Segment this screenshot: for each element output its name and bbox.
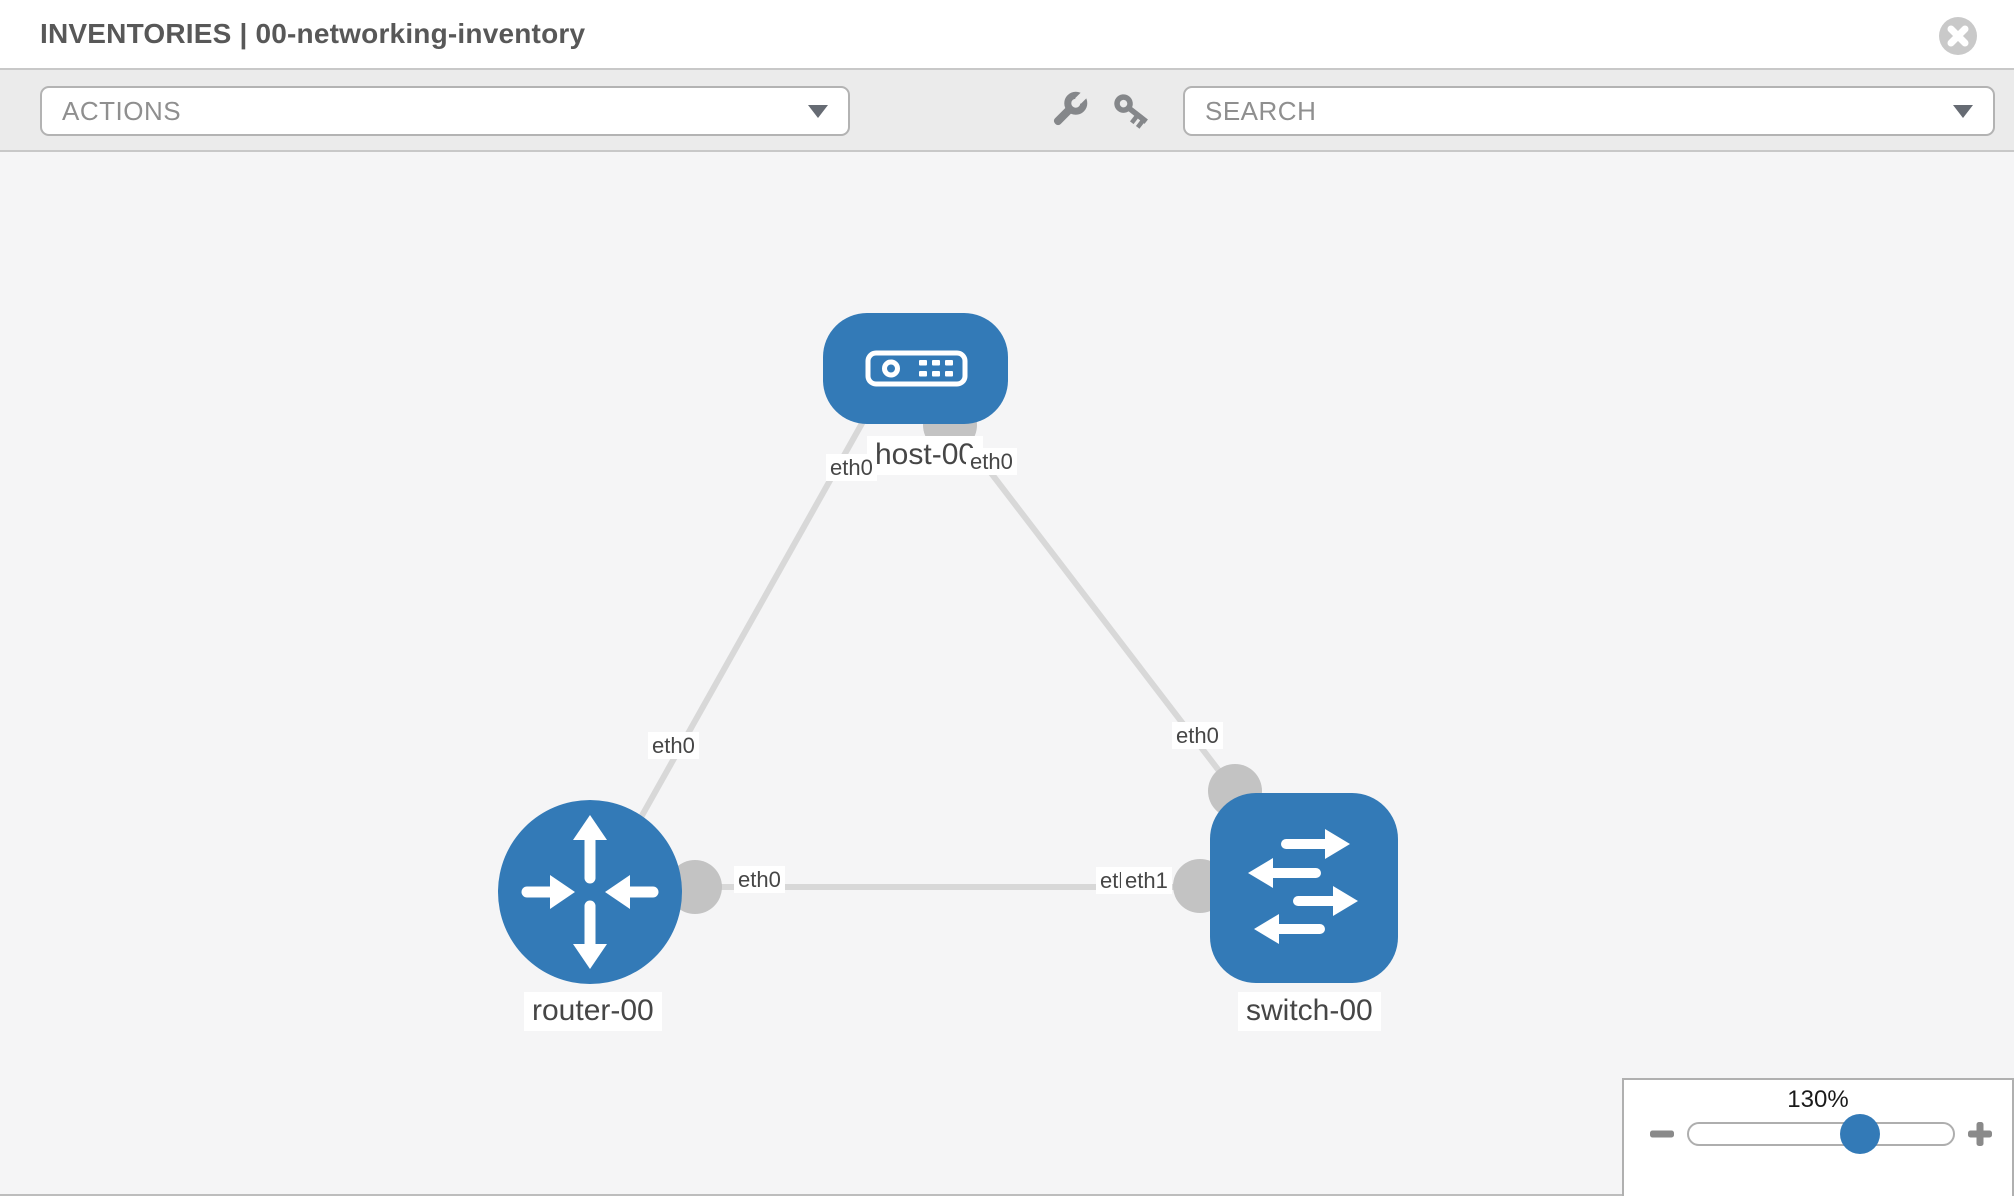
panel-header: INVENTORIES | 00-networking-inventory	[0, 0, 2014, 70]
zoom-panel: 130%	[1622, 1078, 2014, 1196]
interface-label: eth0	[826, 454, 877, 482]
switch-icon	[1248, 829, 1358, 944]
interface-label: eth0	[966, 448, 1017, 476]
search-dropdown[interactable]: SEARCH	[1183, 86, 1995, 136]
minus-icon	[1650, 1130, 1674, 1138]
zoom-level: 130%	[1787, 1086, 1849, 1113]
zoom-slider-knob[interactable]	[1840, 1114, 1880, 1154]
actions-dropdown[interactable]: ACTIONS	[40, 86, 850, 136]
plus-icon	[1968, 1122, 1992, 1146]
configure-button[interactable]	[1045, 88, 1091, 134]
link-host-router[interactable]	[595, 416, 868, 896]
wrench-icon	[1053, 91, 1088, 126]
host-icon	[865, 350, 968, 387]
router-icon	[521, 815, 659, 969]
actions-dropdown-label: ACTIONS	[62, 95, 182, 126]
toolbar: ACTIONS SEARCH	[0, 70, 2014, 152]
chevron-down-icon	[808, 104, 828, 118]
search-placeholder: SEARCH	[1205, 95, 1317, 126]
interface-label: eth0	[648, 732, 699, 760]
interface-label: eth1	[1121, 867, 1172, 895]
page-title: INVENTORIES | 00-networking-inventory	[40, 18, 586, 49]
close-button[interactable]	[1938, 16, 1978, 56]
zoom-in-button[interactable]	[1964, 1118, 1996, 1150]
node-label-switch-00: switch-00	[1238, 992, 1381, 1031]
node-label-host-00: host-00	[867, 436, 984, 475]
close-icon	[1939, 17, 1977, 55]
topology-canvas: host-00 router-00 switch-00 eth0 eth0 et…	[0, 152, 2014, 1196]
node-host-00[interactable]	[823, 313, 1008, 424]
zoom-out-button[interactable]	[1646, 1118, 1678, 1150]
node-label-router-00: router-00	[524, 992, 662, 1031]
zoom-slider[interactable]	[1687, 1114, 1955, 1154]
node-router-00[interactable]	[498, 800, 682, 984]
interface-label: eth0	[734, 866, 785, 894]
credentials-button[interactable]	[1110, 88, 1156, 134]
key-icon	[1114, 94, 1148, 129]
chevron-down-icon	[1953, 104, 1973, 118]
interface-label: eth0	[1172, 722, 1223, 750]
node-switch-00[interactable]	[1210, 793, 1398, 983]
